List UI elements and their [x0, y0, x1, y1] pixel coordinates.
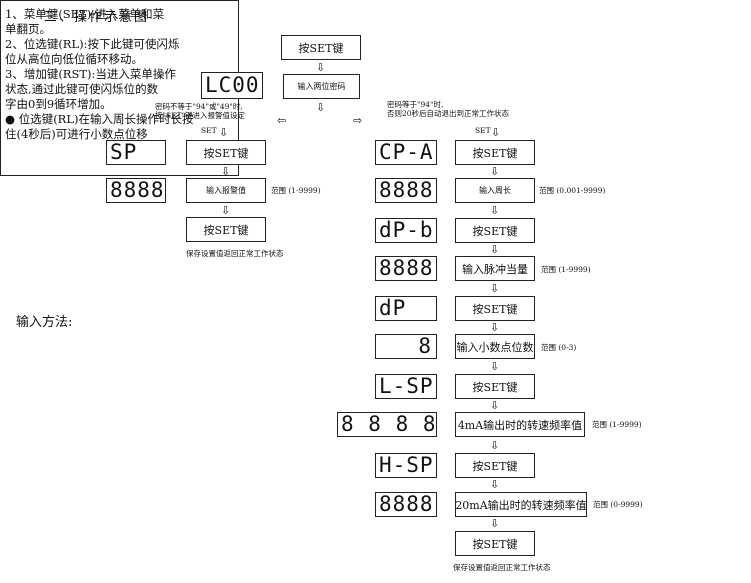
set-key-step: 按SET键 [455, 218, 535, 243]
down-arrow-icon: ⇩ [219, 126, 229, 139]
decimal-digit-display: 8 [375, 334, 437, 359]
enter-password-step: 输入两位密码 [283, 74, 360, 99]
method-line: 字由0到9循环增加。 [5, 97, 112, 111]
method-line: ● 位选键(RL)在输入周长操作时长按 [5, 112, 194, 126]
down-arrow-icon: ⇩ [490, 478, 500, 491]
range-label: 范围 (0.001-9999) [539, 186, 606, 195]
digits-display-spaced: 8 8 8 8 [337, 412, 437, 437]
sp-display: SP [106, 140, 166, 165]
dp-b-display: dP-b [375, 218, 437, 243]
down-arrow-icon: ⇩ [490, 399, 500, 412]
method-line: 1、菜单健(SET):进入菜单和菜 [5, 7, 165, 21]
down-arrow-icon: ⇩ [316, 101, 326, 114]
enter-decimal-places-step: 输入小数点位数 [455, 334, 535, 359]
method-line: 位从高位向低位循环移动。 [5, 52, 143, 66]
dp-display: dP [375, 296, 437, 321]
range-label: 范围 (1-9999) [541, 265, 591, 274]
method-line: 住(4秒后)可进行小数点位移 [5, 127, 148, 141]
enter-pulse-equivalent-step: 输入脉冲当量 [455, 256, 535, 281]
down-arrow-icon: ⇩ [490, 439, 500, 452]
digits-display: 8888 [375, 256, 437, 281]
method-line: 2、位选键(RL):按下此键可使闪烁 [5, 37, 180, 51]
enter-4ma-frequency-step: 4mA输出时的转速频率值 [455, 412, 585, 437]
return-note: 保存设置值返回正常工作状态 [453, 563, 551, 572]
set-key-step: 按SET键 [281, 35, 361, 60]
set-label-left: SET [201, 126, 217, 135]
lc-display: LC00 [201, 72, 263, 99]
note-left: 密码不等于"94"或"49"时,按"SET"键进入报警值设定 [155, 102, 246, 121]
digits-display: 8888 [375, 178, 437, 203]
input-method-box: 1、菜单健(SET):进入菜单和菜 单翻页。 2、位选键(RL):按下此键可使闪… [0, 0, 239, 176]
set-key-step: 按SET键 [455, 374, 535, 399]
down-arrow-icon: ⇩ [221, 165, 231, 178]
enter-circumference-step: 输入周长 [455, 178, 535, 203]
method-line: 3、增加键(RST):当进入菜单操作 [5, 67, 176, 81]
set-key-step: 按SET键 [186, 217, 266, 242]
set-key-step: 按SET键 [186, 140, 266, 165]
range-label: 范围 (1-9999) [592, 420, 642, 429]
down-arrow-icon: ⇩ [490, 321, 500, 334]
range-label: 范围 (0-9999) [593, 500, 643, 509]
right-arrow-icon: ⇨ [353, 114, 363, 127]
set-key-step: 按SET键 [455, 140, 535, 165]
return-note: 保存设置值返回正常工作状态 [186, 249, 284, 258]
down-arrow-icon: ⇩ [490, 204, 500, 217]
left-arrow-icon: ⇦ [277, 114, 287, 127]
down-arrow-icon: ⇩ [490, 165, 500, 178]
set-key-step: 按SET键 [455, 296, 535, 321]
section-title: 三、操作示意图 [44, 10, 150, 25]
input-method-title: 输入方法: [16, 315, 73, 330]
down-arrow-icon: ⇩ [490, 517, 500, 530]
set-key-step: 按SET键 [455, 531, 535, 556]
enter-alarm-value-step: 输入报警值 [186, 178, 266, 203]
down-arrow-icon: ⇩ [221, 204, 231, 217]
down-arrow-icon: ⇩ [490, 360, 500, 373]
set-key-step: 按SET键 [455, 453, 535, 478]
range-label: 范围 (1-9999) [271, 186, 321, 195]
range-label: 范围 (0-3) [541, 343, 577, 352]
down-arrow-icon: ⇩ [491, 126, 501, 139]
enter-20ma-frequency-step: 20mA输出时的转速频率值 [455, 492, 587, 517]
digits-display: 8888 [375, 492, 437, 517]
down-arrow-icon: ⇩ [490, 243, 500, 256]
down-arrow-icon: ⇩ [316, 61, 326, 74]
cp-a-display: CP-A [375, 140, 437, 165]
method-line: 状态,通过此键可使闪烁位的数 [5, 82, 159, 96]
digits-display: 8888 [106, 178, 166, 203]
down-arrow-icon: ⇩ [490, 282, 500, 295]
h-sp-display: H-SP [375, 453, 437, 478]
set-label-right: SET [475, 126, 491, 135]
note-right: 密码等于"94"时,否则20秒后自动退出到正常工作状态 [387, 100, 510, 119]
l-sp-display: L-SP [375, 374, 437, 399]
method-line: 单翻页。 [5, 22, 51, 36]
